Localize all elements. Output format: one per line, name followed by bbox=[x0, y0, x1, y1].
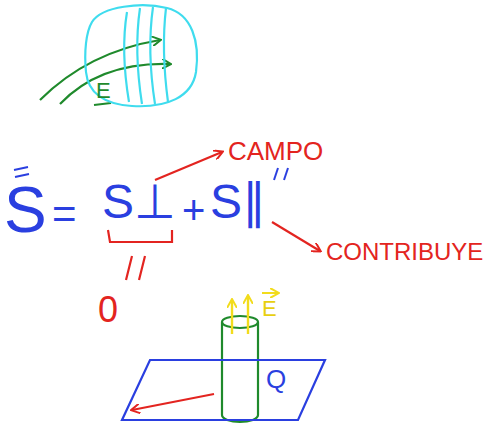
contribution-label: CONTRIBUYE bbox=[326, 240, 483, 264]
equal-mark bbox=[15, 174, 29, 177]
outline bbox=[118, 352, 330, 427]
outline-stroke bbox=[85, 5, 197, 106]
cylinder bbox=[222, 316, 258, 328]
equal-mark bbox=[14, 167, 28, 170]
pointer-arrow bbox=[155, 152, 222, 180]
plane-surface: Q bbox=[118, 352, 330, 427]
field-label: E bbox=[262, 298, 277, 320]
outline bbox=[72, 2, 202, 110]
node-label: Q bbox=[266, 366, 286, 392]
outline-stroke bbox=[150, 7, 155, 104]
field-arrow bbox=[231, 300, 233, 334]
outline-stroke bbox=[122, 360, 325, 420]
formula-term: S⊥ bbox=[102, 178, 176, 226]
pointer-arrow bbox=[272, 222, 320, 251]
equal-mark bbox=[139, 256, 145, 280]
vector-mark bbox=[94, 103, 111, 105]
field-label: CAMPO bbox=[228, 138, 323, 164]
cylinder bbox=[221, 322, 223, 415]
equal-mark bbox=[284, 168, 288, 180]
closed-surface: E bbox=[72, 2, 202, 110]
formula-operator: + bbox=[182, 190, 205, 230]
formula-term: S bbox=[4, 178, 47, 242]
equal-mark bbox=[274, 168, 278, 180]
field-arrow bbox=[247, 296, 249, 334]
vector-mark bbox=[262, 292, 278, 294]
node-label: E bbox=[96, 80, 111, 102]
zero-value: 0 bbox=[98, 292, 118, 328]
equal-mark bbox=[126, 256, 132, 280]
formula-term: S∥ bbox=[210, 178, 266, 226]
outline-stroke bbox=[137, 8, 142, 104]
outline-stroke bbox=[164, 8, 168, 102]
formula-operator: = bbox=[52, 193, 77, 235]
cylinder bbox=[257, 322, 259, 415]
outline-stroke bbox=[124, 12, 129, 102]
bracket bbox=[108, 230, 172, 242]
normal-arrow bbox=[132, 394, 214, 410]
